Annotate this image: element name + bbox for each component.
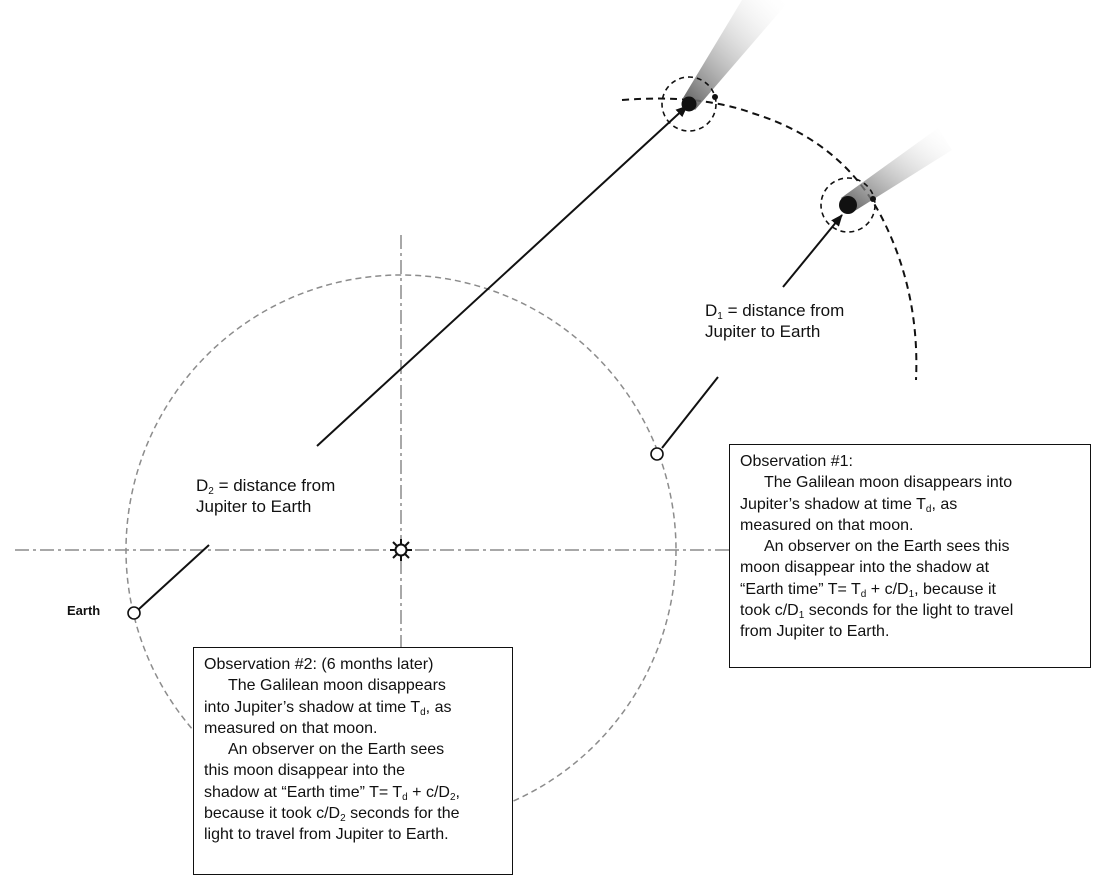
sun-icon	[390, 539, 412, 561]
jupiter-shadow-tail-1	[841, 128, 952, 212]
obs1-line: moon disappear into the shadow at	[740, 559, 990, 577]
jupiter-2-moon	[712, 94, 718, 100]
obs1-title: Observation #1:	[740, 453, 853, 470]
obs1-line: from Jupiter to Earth.	[740, 623, 890, 641]
jupiter-1-moon	[870, 196, 876, 202]
observation-1-box: Observation #1: The Galilean moon disapp…	[729, 444, 1091, 668]
jupiter-1-halo	[820, 177, 876, 233]
d2-arrow-lower	[138, 544, 210, 610]
d2-arrow-upper	[316, 105, 688, 447]
d2-label: D2 = distance from Jupiter to Earth	[196, 475, 335, 517]
d1-arrow-upper	[782, 214, 843, 288]
d1-arrow-lower	[661, 376, 719, 449]
jupiter-icon	[839, 196, 857, 214]
jupiter-shadow-tail-2	[683, 0, 790, 110]
observation-2-box: Observation #2: (6 months later) The Gal…	[193, 647, 513, 875]
obs2-line: light to travel from Jupiter to Earth.	[204, 826, 449, 844]
obs2-line: this moon disappear into the	[204, 762, 406, 780]
obs1-line: took c/D1 seconds for the light to trave…	[740, 602, 1014, 622]
d1-label: D1 = distance from Jupiter to Earth	[705, 300, 844, 342]
obs2-line: The Galilean moon disappears	[228, 677, 446, 695]
obs1-line: measured on that moon.	[740, 516, 914, 534]
earth-label: Earth	[67, 603, 101, 618]
obs1-line: An observer on the Earth sees this	[764, 538, 1010, 556]
d2-label-line2: Jupiter to Earth	[196, 497, 312, 516]
earth-marker-icon	[650, 447, 664, 461]
obs1-line: Jupiter’s shadow at time Td, as	[740, 495, 958, 515]
obs2-title: Observation #2: (6 months later)	[204, 656, 434, 673]
obs2-line: because it took c/D2 seconds for the	[204, 805, 460, 825]
d2-label-line1: D2 = distance from	[196, 476, 336, 497]
obs2-line: shadow at “Earth time” T= Td + c/D2,	[204, 783, 460, 803]
jupiter-2-halo	[661, 76, 717, 132]
d1-label-line1: D1 = distance from	[705, 301, 845, 322]
obs2-line: An observer on the Earth sees	[228, 741, 445, 759]
d1-label-line2: Jupiter to Earth	[705, 322, 821, 341]
obs1-line: The Galilean moon disappears into	[764, 474, 1013, 492]
earth-marker-icon	[127, 606, 141, 620]
obs2-line: into Jupiter’s shadow at time Td, as	[204, 698, 452, 718]
obs1-line: “Earth time” T= Td + c/D1, because it	[740, 580, 996, 600]
obs2-line: measured on that moon.	[204, 719, 378, 737]
